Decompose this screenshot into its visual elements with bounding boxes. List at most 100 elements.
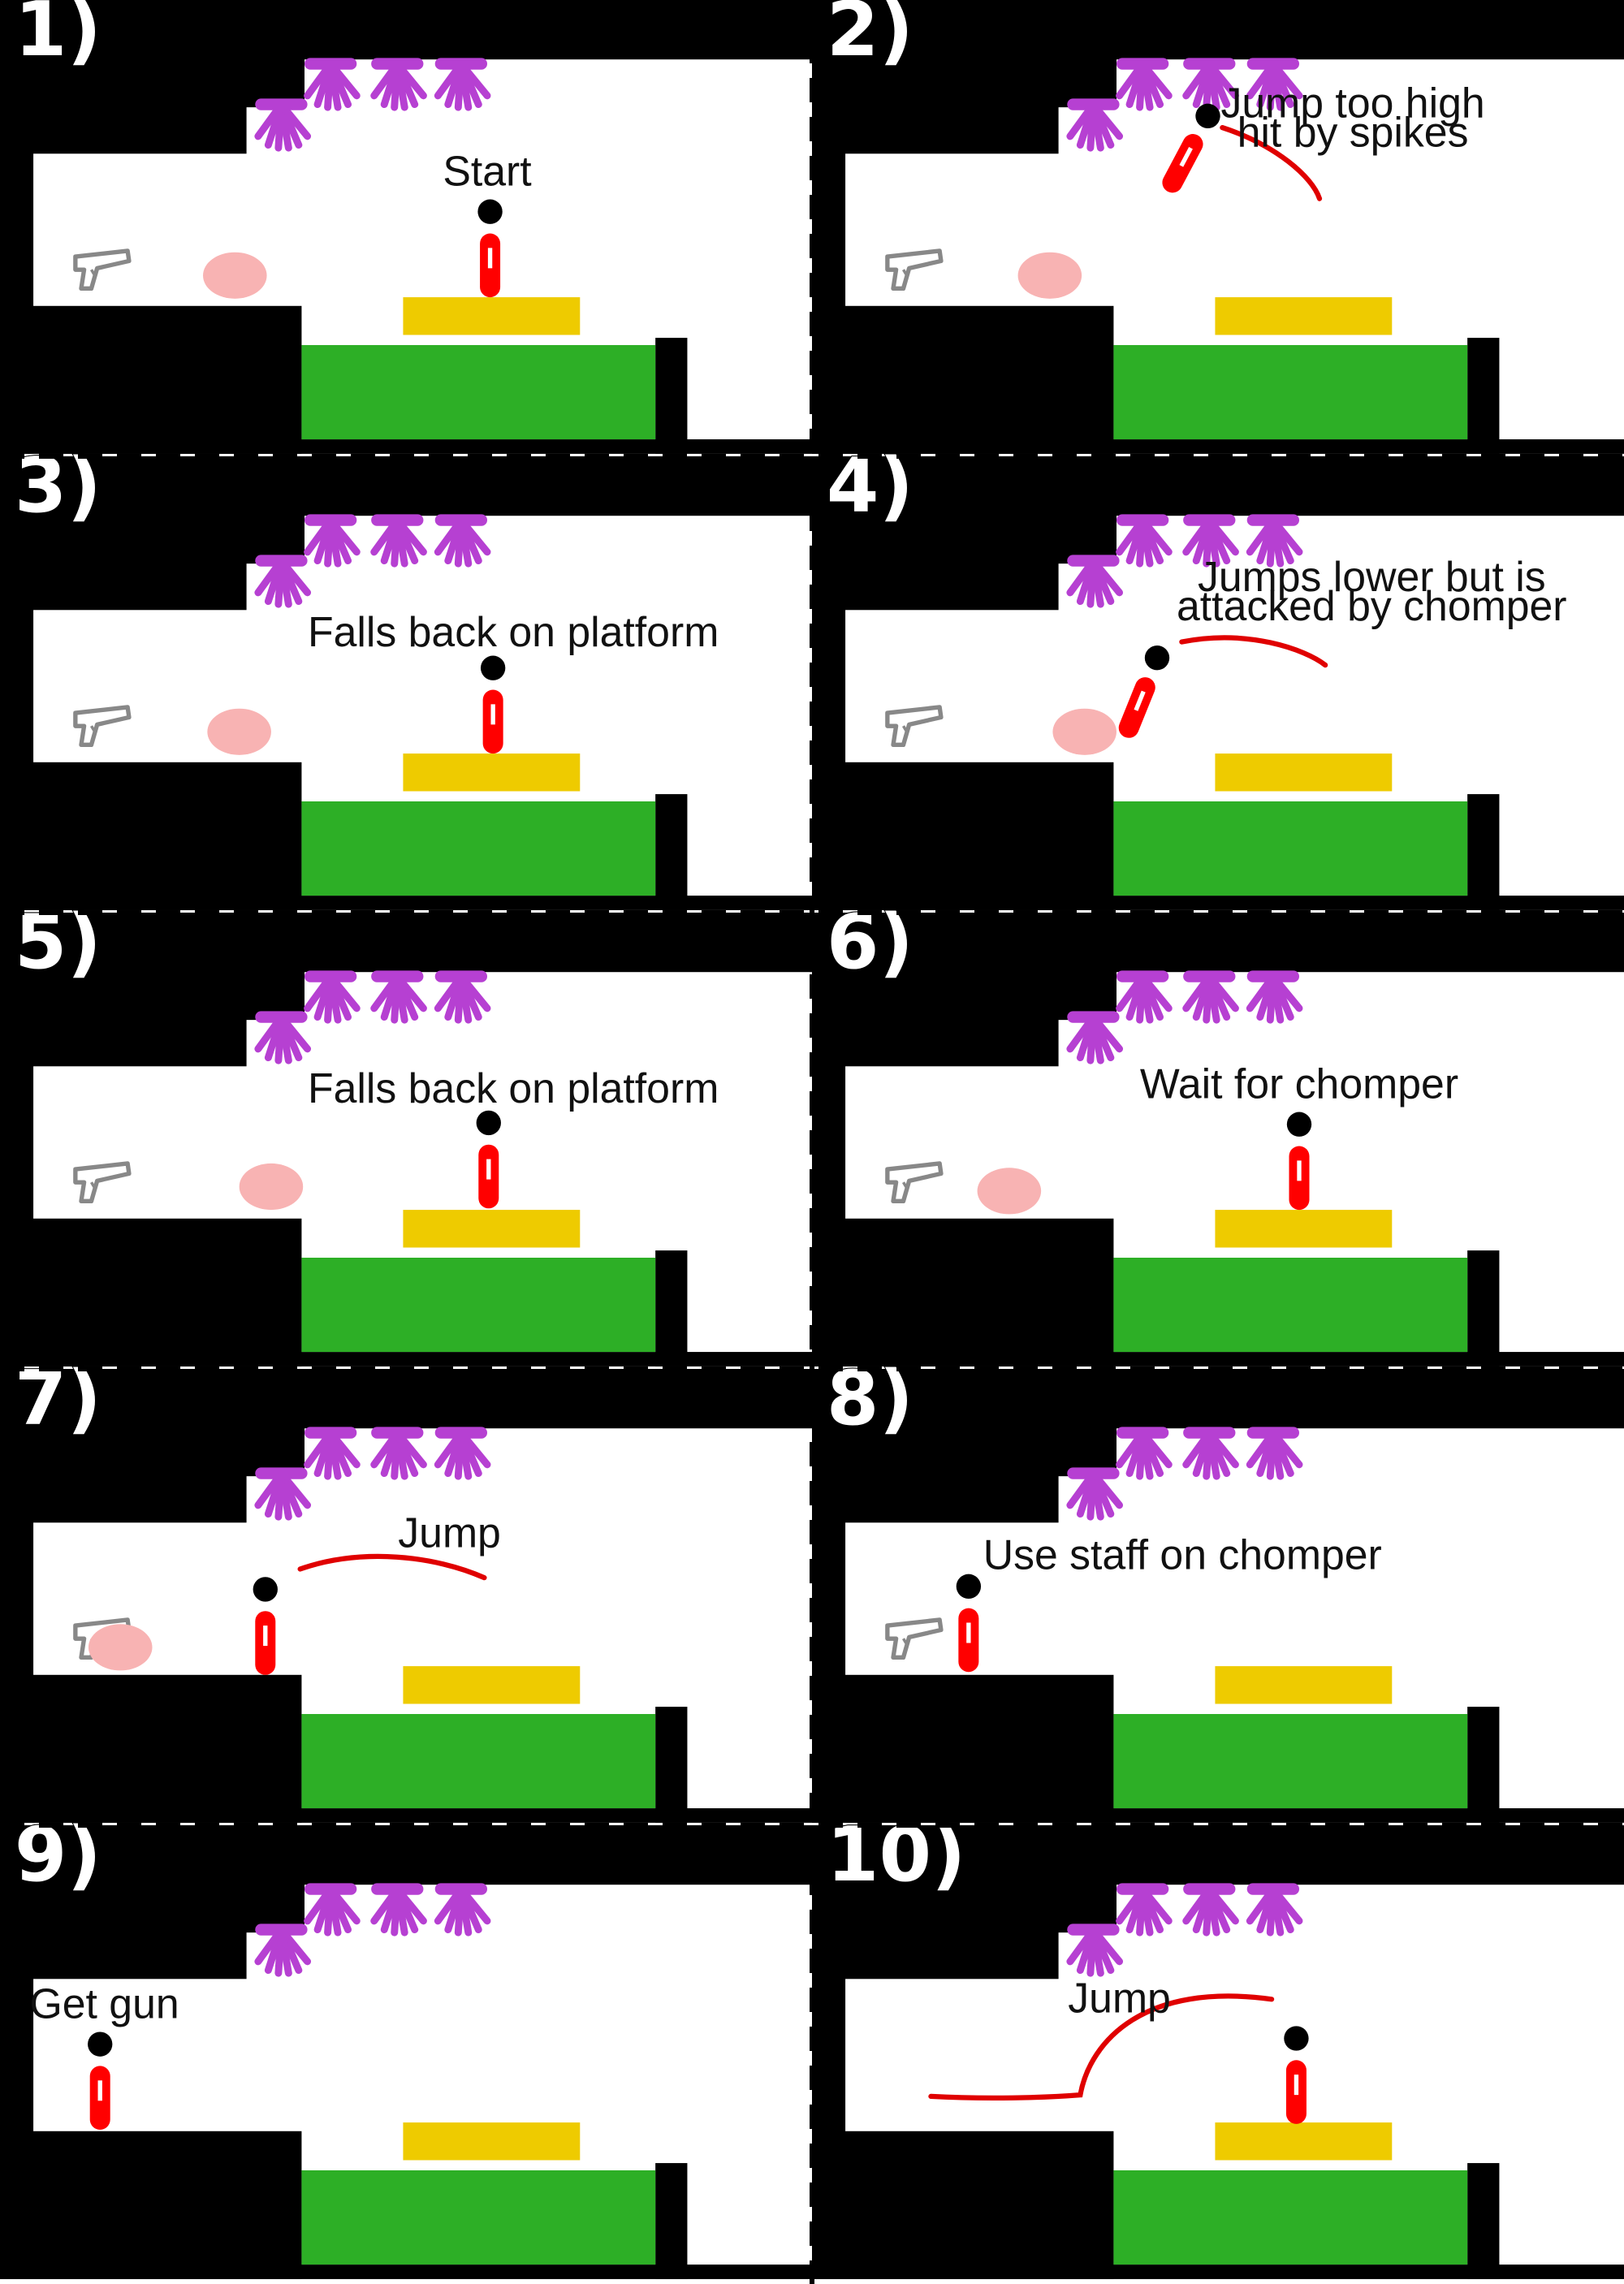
gun-icon <box>73 248 132 291</box>
spike-cluster-icon <box>304 1883 361 1936</box>
spike-cluster-icon <box>254 555 312 608</box>
panel-caption: Jump <box>1068 1974 1171 2021</box>
chomper-blob <box>88 1624 153 1671</box>
floating-platform <box>1215 753 1393 792</box>
panel-caption: Use staff on chomper <box>983 1531 1382 1578</box>
lower-left-block <box>0 2131 302 2279</box>
spike-cluster-icon <box>434 514 491 568</box>
upper-step-wall <box>0 1825 304 1933</box>
player-stripe <box>97 2080 102 2101</box>
floating-platform <box>403 297 581 335</box>
chomper-blob <box>207 708 271 755</box>
spike-base <box>371 1427 424 1439</box>
player-stripe <box>966 1622 971 1643</box>
spike-cluster-icon <box>434 1427 491 1480</box>
player-stripe <box>1297 1160 1302 1181</box>
spike-base <box>434 58 487 70</box>
panel-caption: Falls back on platform <box>308 608 719 655</box>
gun-trigger <box>89 1181 97 1190</box>
gun-outline <box>73 1161 132 1204</box>
ground-block <box>301 344 656 440</box>
player-figure <box>1118 645 1170 738</box>
floating-platform <box>403 2122 581 2161</box>
spike-base <box>1183 58 1236 70</box>
spike-cluster-icon <box>304 58 361 111</box>
floating-platform <box>1215 2122 1393 2161</box>
panel-caption: Jumps lower but is <box>1198 553 1546 600</box>
right-pillar <box>655 794 688 910</box>
spike-cluster-icon <box>1182 1883 1239 1936</box>
player-stripe <box>1294 2075 1299 2096</box>
spike-base <box>1246 970 1299 982</box>
player-head <box>1286 1112 1312 1137</box>
upper-step-wall <box>0 913 304 1021</box>
spike-cluster-icon <box>1182 1427 1239 1480</box>
ground-block <box>301 1714 656 1809</box>
spike-base <box>1116 58 1169 70</box>
ground-block <box>301 801 656 896</box>
lower-left-block <box>0 762 302 910</box>
spike-base <box>1116 514 1169 526</box>
right-pillar <box>655 2163 688 2279</box>
spike-base <box>255 1011 308 1023</box>
floating-platform <box>403 1210 581 1248</box>
floor-wall <box>812 439 1624 454</box>
gun-trigger <box>89 269 97 278</box>
gun-outline <box>885 1161 944 1204</box>
upper-step-wall <box>812 0 1116 108</box>
player-figure <box>1162 103 1220 193</box>
spike-base <box>255 1467 308 1479</box>
right-pillar <box>1467 794 1500 910</box>
floor-wall <box>812 896 1624 910</box>
lower-left-block <box>0 305 302 454</box>
spike-cluster-icon <box>254 1467 312 1521</box>
chomper-blob <box>1052 708 1116 755</box>
ground-block <box>1113 344 1468 440</box>
player-head <box>476 1110 501 1136</box>
right-pillar <box>1467 1250 1500 1367</box>
gun-outline <box>885 248 944 291</box>
panel-caption: Start <box>443 148 531 195</box>
spike-base <box>1246 1883 1299 1895</box>
spike-base <box>1067 98 1120 110</box>
player-stripe <box>1179 147 1193 167</box>
gun-icon <box>885 1161 944 1204</box>
spike-base <box>1183 1883 1236 1895</box>
ground-block <box>301 1258 656 1353</box>
spike-base <box>1067 1923 1120 1936</box>
player-figure <box>1284 2026 1309 2124</box>
player-figure <box>253 1577 278 1675</box>
panel-caption: Wait for chomper <box>1140 1060 1458 1107</box>
gun-outline <box>885 1617 944 1660</box>
floating-platform <box>403 1666 581 1704</box>
gun-trigger <box>901 269 909 278</box>
spike-cluster-icon <box>1246 58 1303 111</box>
spike-base <box>1116 1883 1169 1895</box>
player-head <box>956 1574 982 1600</box>
spike-base <box>304 1427 357 1439</box>
chomper-blob <box>1017 252 1082 299</box>
lower-left-block <box>812 1674 1114 1823</box>
spike-cluster-icon <box>1246 514 1303 568</box>
spike-cluster-icon <box>370 1427 427 1480</box>
ground-block <box>1113 801 1468 896</box>
spike-cluster-icon <box>370 514 427 568</box>
player-head <box>480 655 506 680</box>
spike-cluster-icon <box>1116 1883 1173 1936</box>
spike-base <box>371 970 424 982</box>
spike-cluster-icon <box>1116 514 1173 568</box>
spike-cluster-icon <box>434 58 491 111</box>
panel-caption: Get gun <box>29 1980 179 2027</box>
gun-icon <box>885 1617 944 1660</box>
panel-label: 2) <box>827 0 914 73</box>
ground-block <box>301 2170 656 2265</box>
spike-base <box>255 98 308 110</box>
